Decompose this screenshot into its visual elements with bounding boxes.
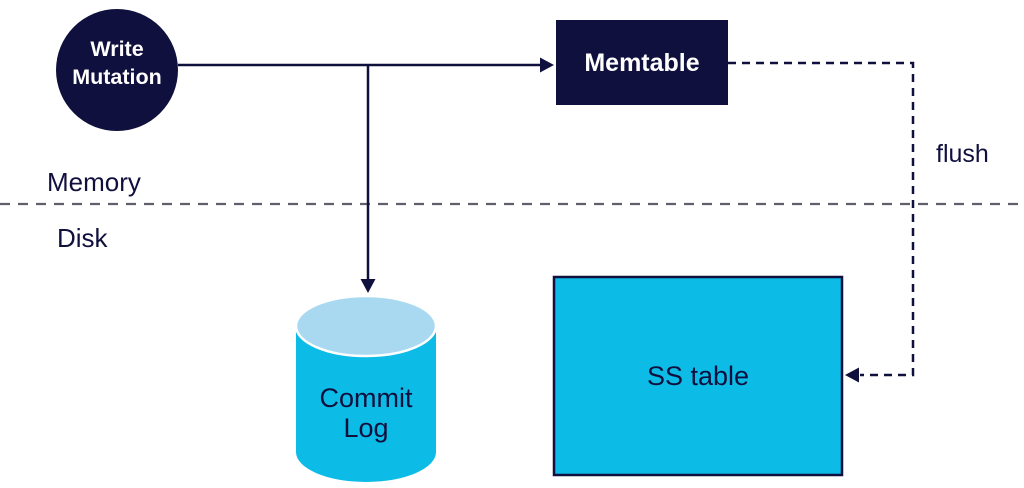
memtable-rect: [556, 20, 728, 105]
sstable-rect: [552, 275, 844, 477]
arrowhead-into-commitlog: [360, 279, 376, 293]
memory-zone-label: Memory: [47, 167, 141, 197]
sstable-label: SS table: [647, 361, 749, 391]
flush-edge-label: flush: [936, 140, 989, 168]
commitlog-node: Commit Log: [294, 294, 438, 482]
disk-zone-label: Disk: [57, 223, 109, 253]
memtable-node: Memtable: [556, 20, 728, 105]
write-mutation-label-line1: Write: [90, 37, 143, 61]
commitlog-label-line2: Log: [343, 413, 388, 443]
commitlog-cylinder-top: [294, 294, 438, 358]
commitlog-cylinder-body: [296, 326, 436, 482]
arrowhead-into-memtable: [540, 57, 554, 73]
memtable-label: Memtable: [584, 49, 699, 77]
commitlog-label-line1: Commit: [320, 383, 413, 413]
write-mutation-circle: [56, 9, 178, 131]
sstable-node: SS table: [552, 275, 844, 477]
write-mutation-label-line2: Mutation: [72, 65, 162, 89]
write-mutation-node: Write Mutation: [56, 9, 178, 131]
arrowhead-into-sstable: [845, 367, 859, 383]
edge-memtable-to-sstable: [728, 61, 915, 377]
